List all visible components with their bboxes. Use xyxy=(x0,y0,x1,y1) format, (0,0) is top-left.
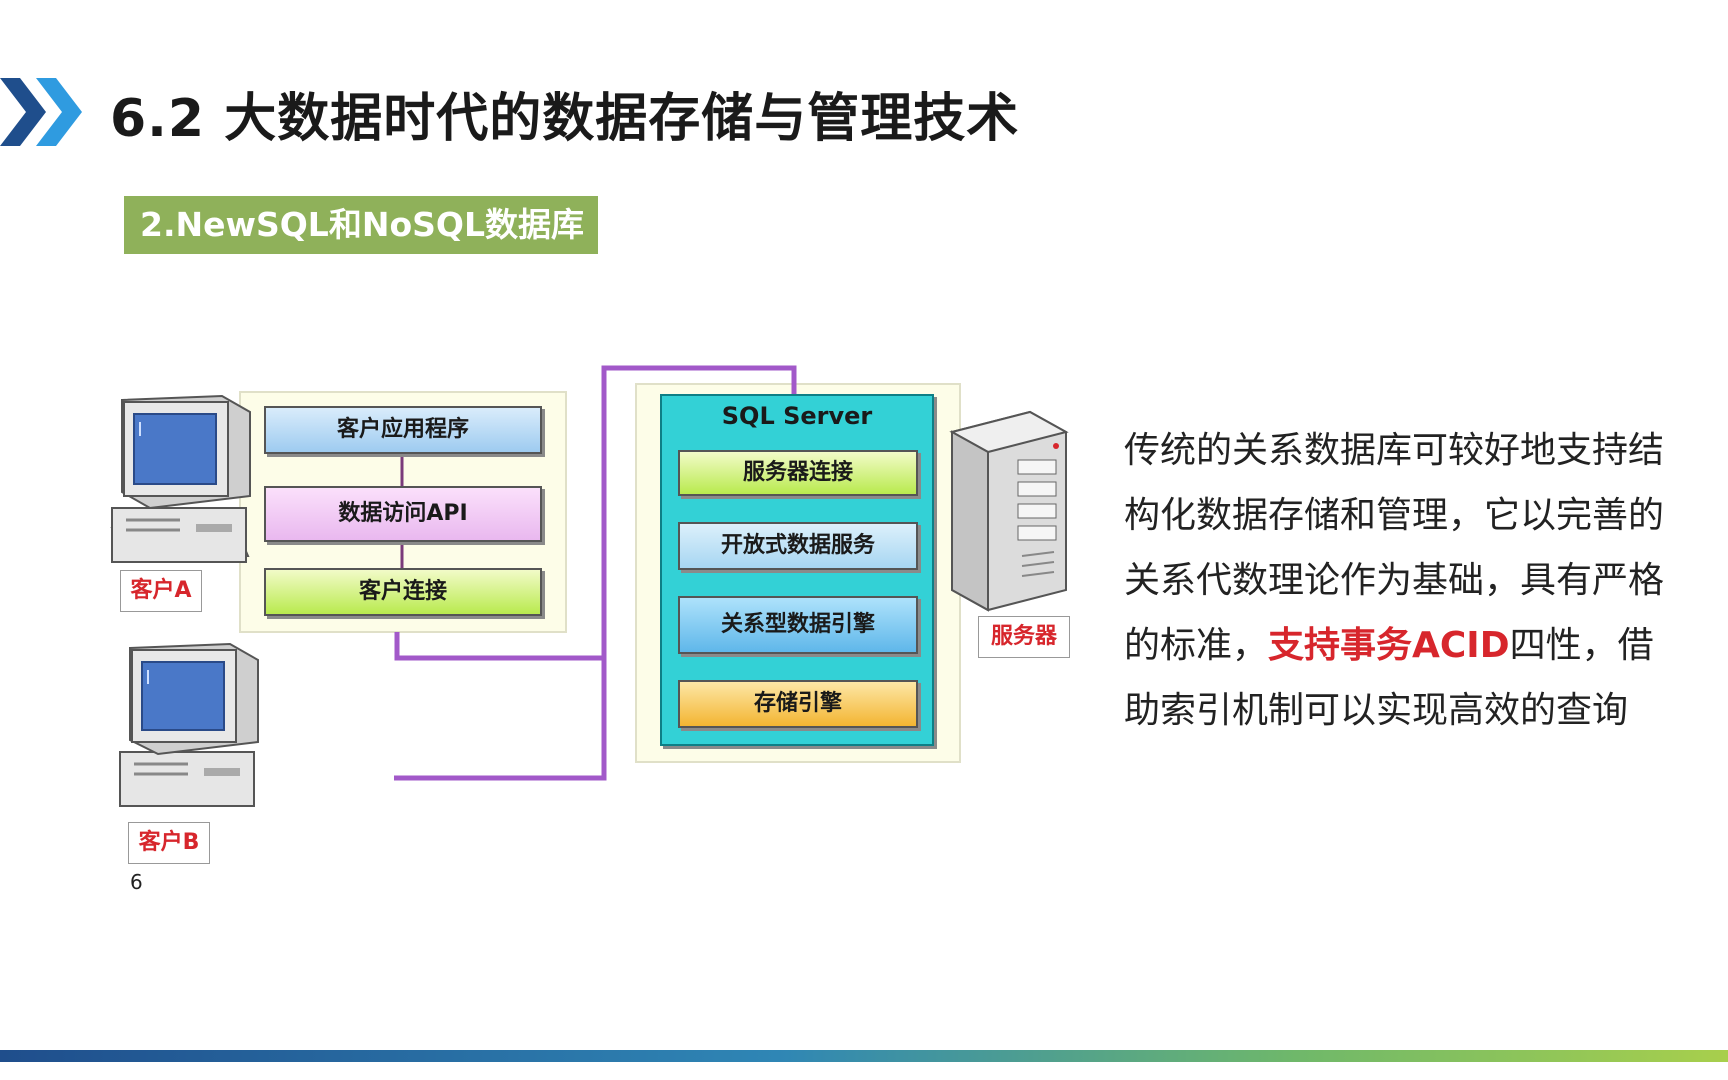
server-tower-icon xyxy=(949,410,1069,612)
sql-server-title: SQL Server xyxy=(721,402,873,430)
description-text-before: 传统的关系数据库可较好地支持结构化数据存储和管理，它以完善的关系代数理论作为基础… xyxy=(1124,430,1665,666)
relational-engine-box: 关系型数据引擎 xyxy=(678,596,918,654)
page-number: 6 xyxy=(130,870,143,894)
section-subtitle: 2.NewSQL和NoSQL数据库 xyxy=(124,196,598,254)
data-access-api-box: 数据访问API xyxy=(264,486,542,542)
client-a-computer-icon xyxy=(110,394,251,563)
description-text-after: 四性，借助索引机制可以实现高效的查询 xyxy=(1124,625,1654,731)
server-connection-box: 服务器连接 xyxy=(678,450,918,496)
diagram-graphics xyxy=(110,365,1069,807)
client-a-label: 客户A xyxy=(120,570,202,612)
double-chevron-icon xyxy=(0,78,82,146)
page-title: 6.2 大数据时代的数据存储与管理技术 xyxy=(110,89,1020,149)
client-b-computer-icon xyxy=(119,642,259,807)
acid-highlight: 支持事务ACID xyxy=(1268,625,1510,666)
storage-engine-box: 存储引擎 xyxy=(678,680,918,728)
description-paragraph: 传统的关系数据库可较好地支持结构化数据存储和管理，它以完善的关系代数理论作为基础… xyxy=(1124,418,1684,743)
client-connection-box: 客户连接 xyxy=(264,568,542,616)
network-lines xyxy=(394,365,797,781)
bottom-gradient-bar xyxy=(0,1050,1728,1062)
client-b-label: 客户B xyxy=(128,822,210,864)
architecture-diagram: 客户应用程序 数据访问API 客户连接 SQL Server 服务器连接 开放式… xyxy=(110,365,1070,894)
client-app-box: 客户应用程序 xyxy=(264,406,542,454)
server-label: 服务器 xyxy=(978,616,1070,658)
open-data-services-box: 开放式数据服务 xyxy=(678,522,918,570)
